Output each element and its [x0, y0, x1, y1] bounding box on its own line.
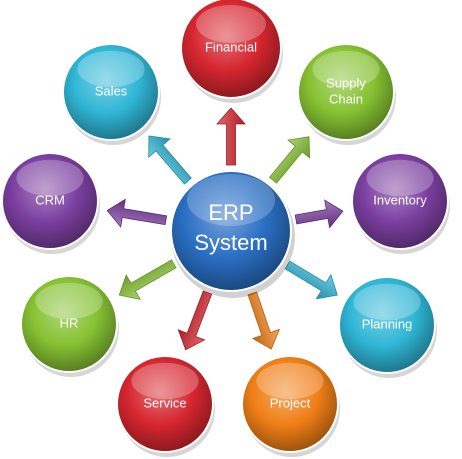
- arrow-to-hr: [118, 259, 177, 300]
- center-node-erp-system: ERP System: [170, 170, 295, 298]
- node-label-sales: Sales: [95, 83, 128, 98]
- arrow-to-project: [247, 291, 281, 350]
- node-circle-planning: [338, 276, 436, 374]
- node-gloss: [131, 362, 199, 400]
- node-service: Service: [116, 355, 215, 457]
- node-circle-inventory: [351, 152, 449, 250]
- node-sales: Sales: [62, 43, 161, 145]
- node-label-service: Service: [143, 395, 186, 410]
- arrows-layer: [106, 107, 344, 351]
- node-circle-hr: [20, 275, 118, 373]
- arrow-to-financial: [216, 107, 246, 166]
- node-gloss: [366, 159, 434, 197]
- node-label-supply-chain-2: Chain: [329, 91, 363, 106]
- node-inventory: Inventory: [351, 152, 450, 254]
- arrow-to-service: [177, 290, 213, 351]
- node-circle-project: [241, 355, 339, 453]
- arrow-to-inventory: [294, 199, 344, 229]
- node-gloss: [353, 283, 421, 321]
- node-hr: HR: [20, 275, 119, 377]
- arrow-to-sales: [148, 135, 192, 185]
- node-gloss: [256, 362, 324, 400]
- arrow-to-crm: [106, 198, 168, 228]
- node-crm: CRM: [1, 152, 100, 254]
- node-circle-sales: [62, 43, 160, 141]
- node-circle-crm: [1, 152, 99, 250]
- center-circle: [170, 170, 292, 292]
- node-label-financial: Financial: [205, 39, 257, 54]
- node-gloss: [312, 50, 380, 88]
- node-circle-supply-chain: [297, 43, 395, 141]
- node-circle-service: [116, 355, 214, 453]
- node-planning: Planning: [338, 276, 437, 378]
- node-label-project: Project: [270, 395, 311, 410]
- node-label-crm: CRM: [35, 192, 65, 207]
- node-project: Project: [241, 355, 340, 457]
- node-financial: Financial: [180, 0, 283, 103]
- center-label-line1: ERP: [208, 200, 253, 225]
- node-gloss: [35, 282, 103, 320]
- node-circle-financial: [180, 0, 282, 99]
- node-gloss: [77, 50, 145, 88]
- node-label-planning: Planning: [362, 316, 413, 331]
- node-label-inventory: Inventory: [373, 192, 427, 207]
- arrow-to-planning: [284, 260, 338, 300]
- node-gloss: [16, 159, 84, 197]
- node-label-supply-chain-1: Supply: [326, 75, 366, 90]
- node-label-hr: HR: [60, 315, 79, 330]
- arrow-to-supply-chain: [269, 136, 311, 184]
- center-label-line2: System: [194, 230, 267, 255]
- node-gloss: [196, 5, 266, 43]
- nodes-layer: FinancialSupplyChainInventoryPlanningPro…: [1, 0, 450, 457]
